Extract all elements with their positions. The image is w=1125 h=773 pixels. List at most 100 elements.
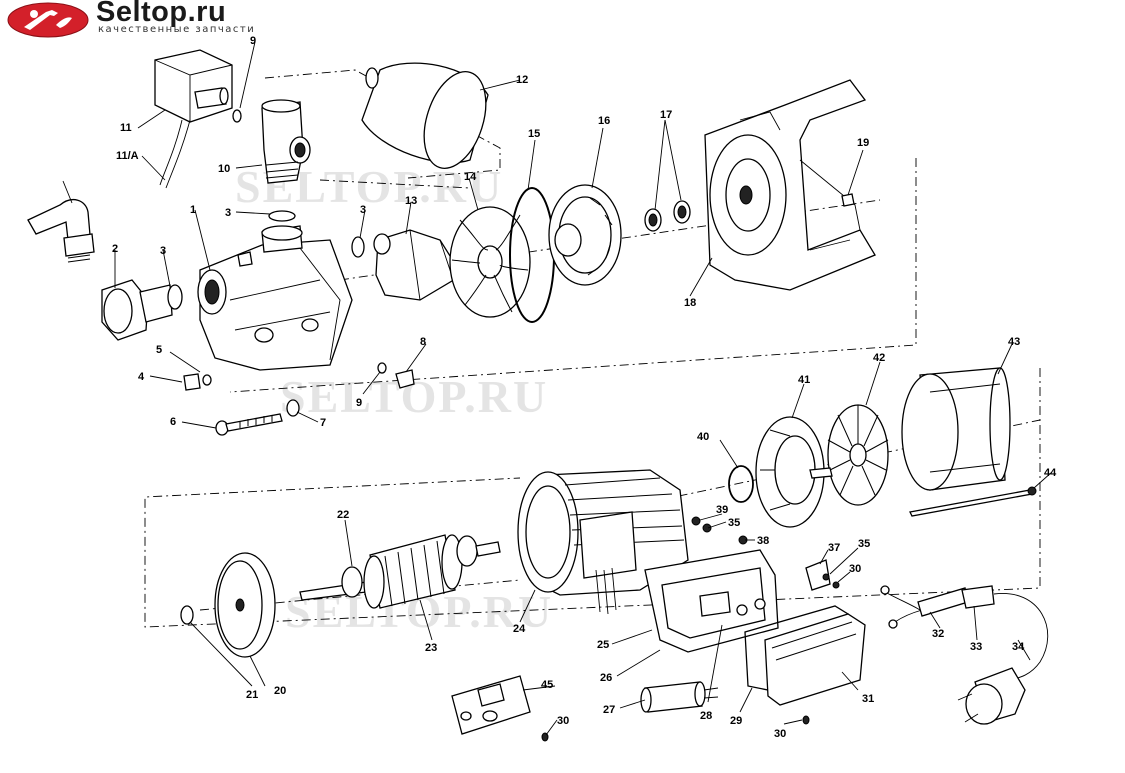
guide-line	[229, 158, 917, 393]
callout-27: 27	[603, 704, 615, 716]
callout-30: 30	[557, 715, 569, 727]
mechanical-seal-bore	[648, 213, 658, 227]
callout-1: 1	[190, 204, 196, 216]
callout-37: 38	[757, 535, 769, 547]
site-logo[interactable]: Seltop.ru качественные запчасти	[6, 0, 306, 40]
callout-17: 17	[660, 109, 672, 121]
o-ring	[167, 284, 183, 310]
callout-38: 39	[716, 504, 728, 516]
rotor-cap	[214, 552, 276, 658]
site-tagline: качественные запчасти	[98, 24, 256, 35]
callout-21: 21	[246, 689, 258, 701]
mechanical-seal-bore	[677, 205, 687, 219]
hose-connector	[27, 199, 95, 263]
callout-26: 26	[600, 672, 612, 684]
nut	[1027, 486, 1037, 496]
pump-housing	[197, 225, 353, 371]
callout-3: 3	[360, 204, 366, 216]
callout-34: 34	[1012, 641, 1025, 653]
motor-rotor	[299, 534, 501, 609]
t-fitting	[261, 99, 311, 184]
callout-30: 30	[849, 563, 861, 575]
washer	[286, 399, 300, 417]
callout-31: 31	[862, 693, 874, 705]
o-ring	[202, 374, 212, 386]
callout-20: 20	[274, 685, 286, 697]
impeller	[449, 206, 531, 318]
callout-23: 23	[425, 642, 437, 654]
diffuser	[548, 184, 622, 286]
callout-35: 35	[858, 538, 870, 550]
callout-9: 9	[250, 35, 256, 47]
callout-22: 22	[337, 509, 349, 521]
callout-2: 2	[112, 243, 118, 255]
callout-11: 11	[120, 122, 132, 134]
expansion-tank	[361, 62, 489, 169]
fill-plug	[395, 369, 415, 389]
tie-rod	[909, 489, 1033, 517]
union-nut	[101, 279, 173, 341]
callout-25: 25	[597, 639, 609, 651]
guide-line	[144, 368, 1041, 628]
callout-29: 29	[730, 715, 742, 727]
cooling-fan	[827, 404, 889, 506]
motor-stator	[517, 469, 689, 615]
screw	[702, 523, 712, 533]
pump-bracket	[704, 79, 876, 291]
callout-19: 19	[857, 137, 869, 149]
callout-32: 32	[932, 628, 944, 640]
callout-3: 3	[225, 207, 231, 219]
callout-11a: 11/A	[116, 150, 139, 162]
callout-39: 40	[697, 431, 709, 443]
callout-labels: 9 11 11/A 10 3 12 1 2 3 3 13 14 15 16 17…	[112, 35, 1057, 740]
power-cord	[880, 585, 1049, 681]
guide-line	[264, 69, 501, 179]
callout-3: 3	[160, 245, 166, 257]
wrench-logo-icon	[7, 2, 89, 38]
callout-16: 16	[598, 115, 610, 127]
control-board	[451, 675, 531, 735]
callout-43: 44	[1044, 467, 1057, 479]
callout-33: 33	[970, 641, 982, 653]
callout-30: 30	[774, 728, 786, 740]
venturi-nozzle	[373, 229, 463, 301]
site-name: Seltop.ru	[96, 0, 227, 28]
washer	[691, 516, 701, 526]
washer	[180, 605, 194, 625]
o-ring	[232, 109, 242, 123]
callout-24: 24	[513, 623, 526, 635]
screw	[802, 715, 810, 725]
cable-clamp	[805, 559, 831, 591]
callout-40: 41	[798, 374, 810, 386]
terminal-cover	[764, 613, 866, 706]
guide-line	[319, 179, 471, 189]
callout-42: 43	[1008, 336, 1020, 348]
rear-end-shield	[755, 416, 833, 528]
bolt	[215, 413, 283, 436]
callout-4: 4	[138, 371, 145, 383]
capacitor	[640, 681, 719, 713]
callout-7: 7	[320, 417, 326, 429]
callout-5: 5	[156, 344, 162, 356]
guide-line	[199, 579, 521, 611]
callout-44: 45	[541, 679, 553, 691]
callout-8: 8	[420, 336, 426, 348]
callout-35: 35	[728, 517, 740, 529]
o-ring	[377, 362, 387, 374]
callout-41: 42	[873, 352, 885, 364]
o-ring	[351, 236, 365, 258]
terminal-box	[644, 549, 779, 653]
leader-lines	[62, 41, 1053, 736]
callout-28: 28	[700, 710, 712, 722]
callout-14: 14	[464, 171, 477, 183]
callout-18: 18	[684, 297, 696, 309]
power-plug	[957, 667, 1026, 725]
callout-36: 37	[828, 542, 840, 554]
o-ring	[728, 465, 754, 503]
callout-12: 12	[516, 74, 528, 86]
callout-6: 6	[170, 416, 176, 428]
callout-10: 10	[218, 163, 230, 175]
hex-nut	[841, 193, 855, 207]
